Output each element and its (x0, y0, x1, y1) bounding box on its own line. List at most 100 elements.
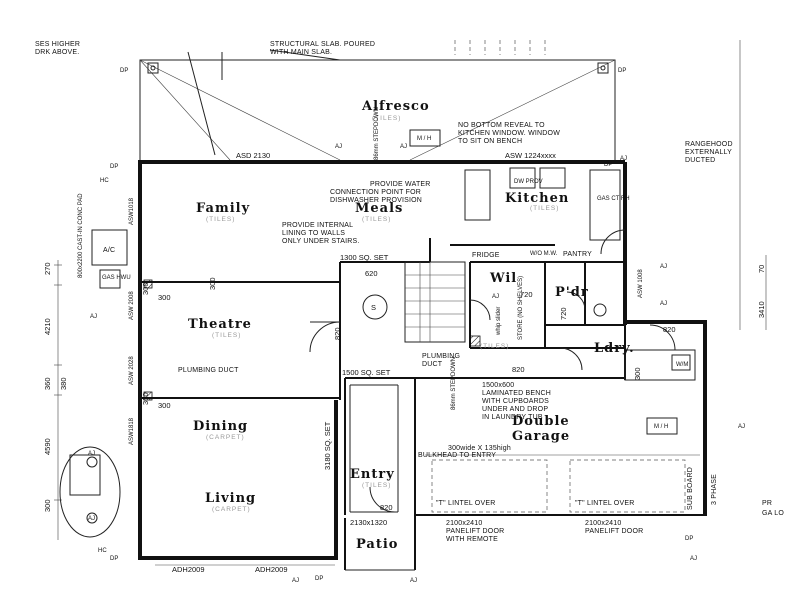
note-sub-board: SUB BOARD (687, 467, 694, 510)
dim-620: 620 (365, 269, 378, 278)
room-family: Family (196, 201, 250, 216)
dim-300side: 300 (43, 499, 52, 512)
dim-asw1018a: ASW1018 (129, 197, 135, 225)
room-theatre-finish: (TILES) (212, 332, 241, 339)
dim-adh-left: ADH2009 (172, 565, 205, 574)
dim-asd: ASD 2130 (236, 151, 270, 160)
dim-270: 270 (43, 262, 52, 275)
dim-asw1818: ASW1818 (129, 417, 135, 445)
note-top-left-1: SES HIGHER (35, 41, 80, 48)
dim-adh-right: ADH2009 (255, 565, 288, 574)
room-garage-line2: Garage (512, 429, 570, 444)
dim-300c: 300 (158, 401, 171, 410)
note-water-1: PROVIDE WATER (370, 181, 431, 188)
dim-sq1500: 1500 SQ. SET (342, 368, 391, 377)
marker-aj-13: AJ (492, 294, 499, 300)
note-ac: A/C (103, 247, 115, 254)
note-rangehood-3: DUCTED (685, 157, 715, 164)
mh-top-box (409, 129, 441, 147)
note-reveal-3: TO SIT ON BENCH (458, 138, 522, 145)
note-door-left-1: 2100x2410 (446, 520, 482, 527)
marker-dp-2: DP (618, 68, 626, 74)
dim-300d: 300 (141, 392, 150, 405)
note-slab-2: WITH MAIN SLAB. (270, 49, 332, 56)
note-pantry: PANTRY (563, 251, 592, 258)
note-plumbing-duct-2a: PLUMBING (422, 353, 460, 360)
room-wil: Wil (489, 271, 517, 286)
marker-dp-5: DP (110, 556, 118, 562)
room-dining: Dining (193, 419, 248, 434)
marker-aj-9: AJ (88, 516, 95, 522)
marker-hc-1: HC (100, 178, 109, 184)
dim-820a: 820 (663, 325, 676, 334)
marker-aj-8: AJ (88, 451, 95, 457)
services-left (59, 229, 128, 538)
room-dining-finish: (CARPET) (206, 434, 245, 441)
room-garage-line1: Double (512, 414, 570, 429)
note-phase: 3 PHASE (711, 474, 718, 505)
dim-2130x1320: 2130x1320 (350, 518, 387, 527)
plumbing-duct-block-3 (469, 335, 481, 347)
note-gas: GAS CT RH (597, 196, 630, 202)
marker-aj-1: AJ (335, 144, 342, 150)
note-lining-2: LINING TO WALLS (282, 230, 345, 237)
plumbing-duct-block (143, 279, 153, 289)
note-stepdown-2: 86mm STEPDOWN (451, 357, 457, 410)
dim-820b: 820 (512, 365, 525, 374)
note-rangehood-2: EXTERNALLY (685, 149, 732, 156)
room-entry-finish: (TILES) (362, 482, 391, 489)
mh-garage-box (646, 417, 678, 435)
note-bench-4: UNDER AND DROP (482, 406, 548, 413)
room-meals: Meals (355, 201, 403, 216)
dim-300a: 300 (158, 293, 171, 302)
dim-sq3180: 3180 SQ. SET (323, 421, 332, 470)
marker-aj-7: AJ (738, 424, 745, 430)
note-lintel-right: "T" LINTEL OVER (575, 500, 634, 507)
dim-820d: 820 (333, 327, 342, 340)
marker-aj-11: AJ (410, 578, 417, 584)
marker-aj-2: AJ (400, 144, 407, 150)
dim-3410: 3410 (757, 301, 766, 318)
dim-300f: 300 (633, 367, 642, 380)
note-rangehood-1: RANGEHOOD (685, 141, 733, 148)
room-garage-finish: (TILES) (480, 343, 509, 350)
dim-720a: 720 (520, 290, 533, 299)
dim-720b: 720 (559, 307, 568, 320)
note-lining-3: ONLY UNDER STAIRS. (282, 238, 360, 245)
dim-300b: 300 (141, 282, 150, 295)
note-slab-1: STRUCTURAL SLAB. POURED (270, 41, 375, 48)
note-fridge: FRIDGE (472, 252, 500, 259)
external-walls (138, 160, 707, 571)
dim-820c: 820 (380, 503, 393, 512)
note-bench-1: 1500x600 (482, 382, 514, 389)
dim-360: 360 (43, 377, 52, 390)
marker-aj-3: AJ (620, 156, 627, 162)
dim-asw1008: ASW 1008 (638, 269, 644, 298)
note-pr: PR (762, 500, 772, 507)
note-galo: GA LO (762, 510, 784, 517)
dimension-lines (54, 40, 767, 566)
note-dw: DW PROV (514, 179, 543, 185)
room-patio: Patio (356, 537, 398, 552)
dim-300e: 300 (208, 277, 217, 290)
note-bulkhead-2: BULKHEAD TO ENTRY (418, 452, 496, 459)
room-alfresco-finish: (TILES) (372, 115, 401, 122)
room-kitchen: Kitchen (505, 191, 569, 206)
marker-aj-6: AJ (660, 301, 667, 307)
marker-dp-6: DP (685, 536, 693, 542)
room-ldry: Ldry. (594, 341, 635, 356)
note-water-3: DISHWASHER PROVISION (330, 197, 422, 204)
stair-symbol: S (371, 303, 376, 312)
note-mh-garage: M / H (654, 424, 668, 430)
marker-aj-4: AJ (90, 314, 97, 320)
note-door-right-2: PANELIFT DOOR (585, 528, 643, 535)
note-whip-slider: whip slider (496, 307, 502, 336)
note-bench-3: WITH CUPBOARDS (482, 398, 549, 405)
room-entry: Entry (350, 467, 395, 482)
note-plumbing-duct-2b: DUCT (422, 361, 443, 368)
room-living: Living (205, 491, 256, 506)
note-water-2: CONNECTION POINT FOR (330, 189, 421, 196)
dim-4210: 4210 (43, 318, 52, 335)
room-pdr: P'dr (555, 285, 589, 300)
